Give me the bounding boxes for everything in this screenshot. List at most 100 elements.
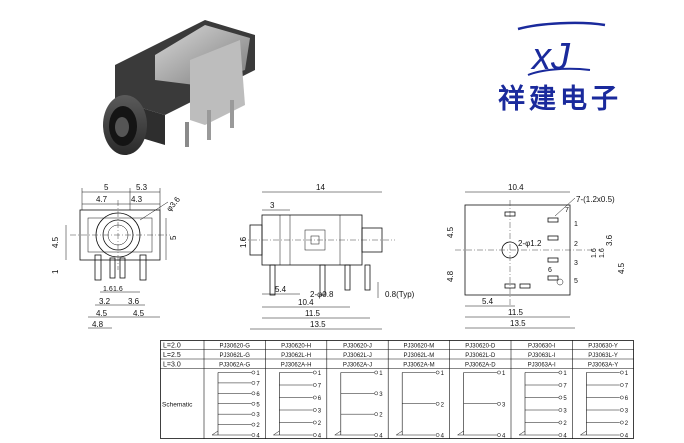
pin-number: 2: [441, 402, 445, 408]
schematic-plug: [579, 430, 587, 436]
dim-label: 5.4: [275, 285, 287, 294]
schematic-pin: [435, 401, 440, 406]
schematic-plug: [518, 430, 526, 436]
dim-label: 4.5: [133, 309, 145, 318]
schematic-plug: [272, 430, 280, 436]
dim-label: 3: [270, 201, 275, 210]
pin-number: 7: [318, 384, 322, 390]
schematic-pin: [251, 370, 256, 375]
dim-label: 5.3: [136, 183, 148, 192]
dim-label: 3.6: [128, 297, 140, 306]
part-number: PJ3062A-G: [219, 363, 250, 369]
part-number: PJ3062L-M: [404, 353, 435, 359]
schematic-pin: [251, 433, 256, 437]
bottom-view: 10.4 7-(1.2x0.5) 4.5 4.8 2-φ1.2 3.6 1.6 …: [446, 183, 626, 329]
dim-label: 5: [169, 235, 178, 240]
pin-number: 5: [256, 402, 260, 408]
part-number-table: L=2.0L=2.5L=3.0SchematicPJ30620-GPJ3062L…: [160, 340, 634, 440]
logo-letters: xJ: [530, 36, 571, 78]
dim-label: 4.5: [617, 262, 626, 274]
pin-number: 2: [318, 421, 322, 427]
dim-label: 1.6: [599, 248, 606, 258]
table-border: [160, 340, 634, 439]
pin-number: 2: [256, 423, 260, 429]
pin-number: 7: [563, 384, 567, 390]
schematic-pin: [558, 408, 563, 412]
part-number: PJ30630-I: [528, 344, 556, 350]
part-number: PJ3063A-I: [528, 363, 556, 369]
dim-label: 1: [51, 269, 60, 274]
dim-label: 10.4: [298, 298, 314, 307]
pin-number: 5: [563, 396, 567, 402]
pin-number: 1: [563, 371, 567, 377]
pin-number: 1: [625, 371, 629, 377]
schematic-pin: [312, 433, 317, 437]
dim-label: 4.5: [51, 236, 60, 248]
length-label: L=2.5: [163, 352, 181, 359]
side-view: 14 3 1.6 2-φ0.8 0.8(Typ) 5.4 10.4 11.5 1…: [239, 183, 415, 330]
part-number: PJ3062A-H: [281, 363, 312, 369]
pin-number: 2: [563, 421, 567, 427]
schematic-pin: [374, 391, 379, 396]
schematic-pin: [374, 433, 379, 437]
pin-label: 7: [565, 207, 569, 214]
schematic-pin: [497, 370, 501, 375]
dim-label: 1.6: [103, 286, 113, 293]
schematic-pin: [374, 370, 379, 375]
schematic-pin: [251, 381, 256, 385]
schematic-pin: [435, 370, 440, 375]
schematic-plug: [211, 430, 219, 436]
part-number: PJ3063A-Y: [588, 363, 618, 369]
part-number: PJ30630-Y: [588, 344, 618, 350]
dim-label: 11.5: [305, 309, 321, 318]
dim-label: 13.5: [310, 320, 326, 329]
part-number: PJ30620-D: [465, 344, 496, 350]
part-number: PJ3062A-D: [465, 363, 496, 369]
schematic-pin: [558, 433, 563, 437]
pin-label: 6: [548, 267, 552, 274]
schematic-pin: [619, 433, 624, 437]
pin-number: 6: [318, 396, 322, 402]
pin-number: 3: [379, 392, 383, 398]
schematic-pin: [619, 383, 624, 387]
schematic-pin: [558, 420, 563, 425]
length-label: L=3.0: [163, 362, 181, 369]
dim-label: 4.3: [131, 195, 143, 204]
schematic-pin: [312, 395, 317, 400]
part-number: PJ30620-H: [281, 344, 311, 350]
dim-label: φ3.6: [165, 195, 183, 214]
dimension-drawings: 5 5.3 4.7 4.3 φ3.6 4.5 5 1 1.6 1.6 3.2 3…: [51, 183, 626, 330]
brand-logo: xJ 祥建电子: [470, 15, 640, 125]
pin-number: 1: [441, 371, 445, 377]
pin-number: 4: [563, 434, 567, 440]
schematic-pin: [558, 370, 563, 375]
part-number: PJ3062A-M: [403, 363, 434, 369]
pin-number: 7: [256, 381, 260, 387]
pin-number: 3: [318, 409, 322, 415]
pin-label: 2: [574, 241, 578, 248]
part-number: PJ3062L-G: [220, 353, 251, 359]
pin-label: 1: [574, 221, 578, 228]
pin-number: 3: [625, 409, 629, 415]
pin-number: 7: [625, 384, 629, 390]
company-name: 祥建电子: [498, 84, 622, 115]
pin-number: 3: [563, 409, 567, 415]
dim-label: 10.4: [508, 183, 524, 192]
product-photo: [103, 20, 255, 155]
schematic-pin: [619, 408, 624, 412]
pin-number: 2: [379, 413, 383, 419]
schematic-pin: [619, 420, 624, 425]
part-number: PJ30620-G: [220, 344, 251, 350]
schematic-pin: [251, 422, 256, 427]
part-number: PJ3062L-D: [465, 353, 496, 359]
pin-number: 1: [318, 371, 322, 377]
part-number: PJ3062L-J: [343, 353, 372, 359]
pin-number: 1: [256, 371, 260, 377]
logo-mark: xJ: [517, 21, 606, 78]
schematic-plug: [333, 430, 341, 436]
dim-label: 7-(1.2x0.5): [576, 195, 615, 204]
part-number: PJ30620-M: [404, 344, 435, 350]
schematic-pin: [558, 395, 563, 400]
part-number: PJ3062A-J: [343, 363, 372, 369]
schematic-pin: [251, 412, 256, 417]
